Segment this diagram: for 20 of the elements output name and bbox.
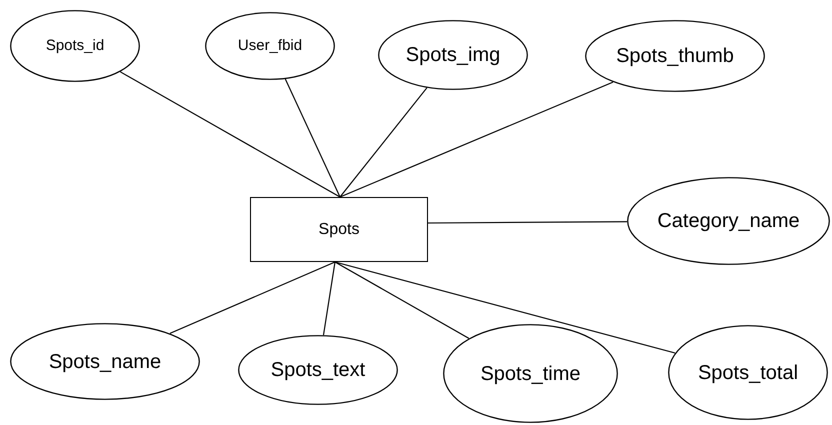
connector-line xyxy=(334,261,676,354)
entity-label: Spots xyxy=(318,220,360,238)
attribute-label: Spots_time xyxy=(480,362,581,384)
entity-box xyxy=(250,197,428,262)
connector-line xyxy=(428,221,628,224)
attribute-label: Spots_img xyxy=(406,44,500,66)
attribute-label: Spots_text xyxy=(270,359,366,381)
connector-line xyxy=(340,87,428,198)
attribute-label: Spots_total xyxy=(698,362,798,384)
attribute-label: Category_name xyxy=(657,210,800,232)
attribute-label: Spots_thumb xyxy=(616,45,734,67)
connector-line xyxy=(340,82,614,198)
attribute-label: Spots_name xyxy=(48,350,162,372)
connector-line xyxy=(120,71,340,198)
connector-line xyxy=(170,262,336,334)
attribute-label: Spots_id xyxy=(46,38,104,54)
attribute-label: User_fbid xyxy=(238,38,302,54)
connector-line xyxy=(284,78,340,198)
connector-line xyxy=(322,262,336,336)
connector-line xyxy=(334,262,470,339)
